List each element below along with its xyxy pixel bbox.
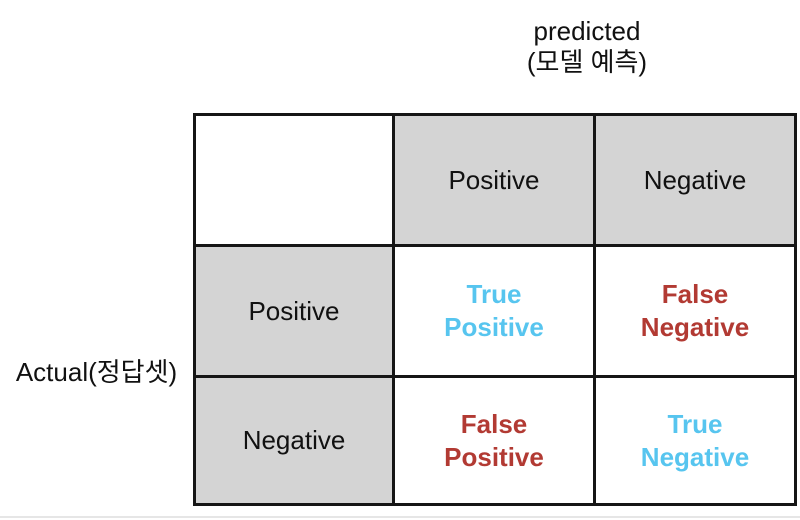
cell-false-positive-line2: Positive — [444, 441, 544, 472]
actual-axis-label: Actual(정답셋) — [15, 357, 178, 387]
row-header-positive: Positive — [193, 244, 395, 378]
col-header-negative: Negative — [593, 113, 797, 247]
corner-spacer — [193, 113, 395, 247]
column-header-row: Positive Negative — [193, 113, 797, 247]
predicted-axis-label-en: predicted — [533, 16, 641, 46]
confusion-matrix-table: Positive Negative Positive True Positive… — [193, 113, 797, 506]
cell-false-negative: False Negative — [593, 244, 797, 378]
table-row-actual-negative: Negative False Positive True Negative — [193, 375, 797, 506]
cell-false-positive: False Positive — [392, 375, 596, 506]
cell-true-positive-line1: True — [466, 279, 522, 309]
cell-true-negative: True Negative — [593, 375, 797, 506]
cell-false-negative-line1: False — [661, 279, 729, 309]
cell-true-negative-line1: True — [667, 408, 723, 439]
bottom-edge-rule — [0, 516, 800, 518]
col-header-positive: Positive — [392, 113, 596, 247]
cell-true-negative-line2: Negative — [640, 441, 750, 472]
table-row-actual-positive: Positive True Positive False Negative — [193, 244, 797, 378]
cell-false-negative-line2: Negative — [640, 312, 750, 342]
predicted-axis-label: predicted (모델 예측) — [389, 16, 785, 78]
cell-true-positive: True Positive — [392, 244, 596, 378]
cell-true-positive-line2: Positive — [444, 312, 544, 342]
cell-false-positive-line1: False — [460, 408, 528, 439]
predicted-axis-label-ko: (모델 예측) — [526, 47, 648, 77]
row-header-negative: Negative — [193, 375, 395, 506]
